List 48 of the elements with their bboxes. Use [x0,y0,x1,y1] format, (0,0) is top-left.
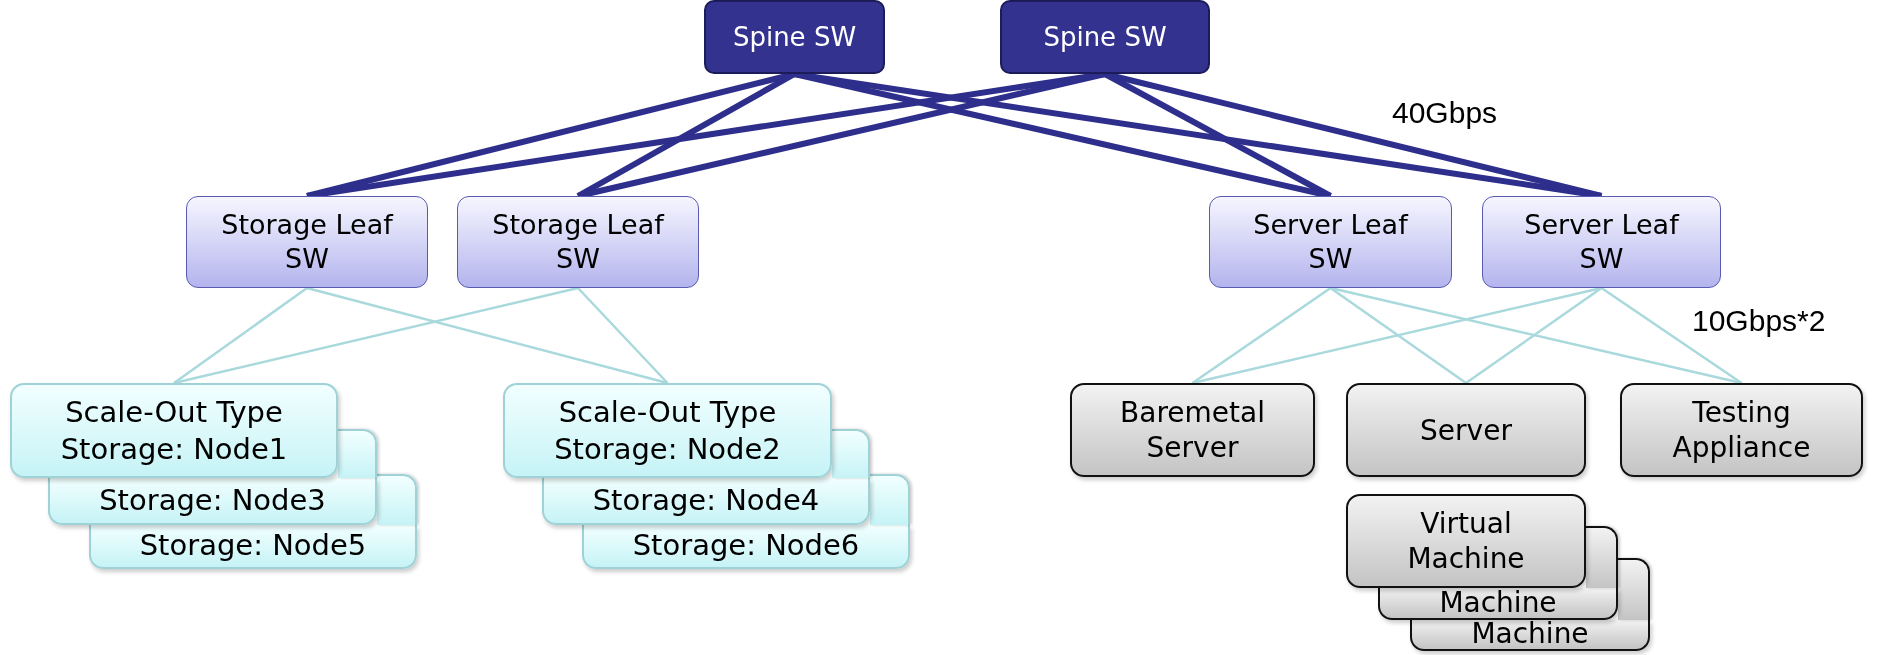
storage-node-box [10,383,338,478]
storage-node-box [542,478,870,525]
leaf-switch-box [457,196,699,288]
node-label: Storage: Node4 [592,484,820,517]
server-box [1378,588,1618,620]
connector-line [173,286,579,385]
server-box [1346,383,1586,477]
node-label: Storage: Node6 [632,530,860,562]
storage-node-box [89,525,417,569]
storage-node-box [582,525,910,569]
bandwidth-label: 10Gbps*2 [1692,304,1826,338]
storage-node-box [503,383,832,478]
server-box [1070,383,1315,477]
connector-line [1330,286,1742,385]
storage-node-box [48,478,377,525]
connector-line [1192,286,1602,385]
node-label: Server Leaf SW [1523,208,1681,276]
spine-switch-box [1000,0,1210,74]
server-box [1346,494,1586,588]
node-label: Spine SW [1043,20,1167,54]
node-label: Server [1420,412,1512,448]
server-box [1410,620,1650,651]
connector-line [1465,286,1603,385]
connector-line [1600,286,1743,385]
bandwidth-label: 40Gbps [1392,96,1498,130]
spine-switch-box [704,0,885,74]
server-box [1620,383,1863,477]
node-label: Scale-Out Type Storage: Node1 [59,394,289,467]
node-label: Scale-Out Type Storage: Node2 [553,394,782,467]
connector-line [577,287,669,384]
leaf-switch-box [1209,196,1452,288]
leaf-switch-box [186,196,428,288]
node-label: Storage: Node5 [139,530,367,562]
connector-line [1329,286,1467,385]
node-label: Storage: Node3 [99,484,326,517]
leaf-switch-box [1482,196,1721,288]
node-label: Testing Appliance [1671,395,1812,465]
connector-line [306,286,668,385]
node-label: Storage Leaf SW [491,208,666,276]
node-label: Spine SW [732,20,857,54]
node-label: Virtual Machine [1406,506,1526,576]
node-label: Machine [1471,619,1589,650]
node-label: Baremetal Server [1119,395,1266,465]
connector-line [1191,286,1332,385]
node-label: Machine [1439,587,1557,619]
connector-line [173,287,308,384]
node-label: Server Leaf SW [1252,208,1410,276]
node-label: Storage Leaf SW [220,208,395,276]
